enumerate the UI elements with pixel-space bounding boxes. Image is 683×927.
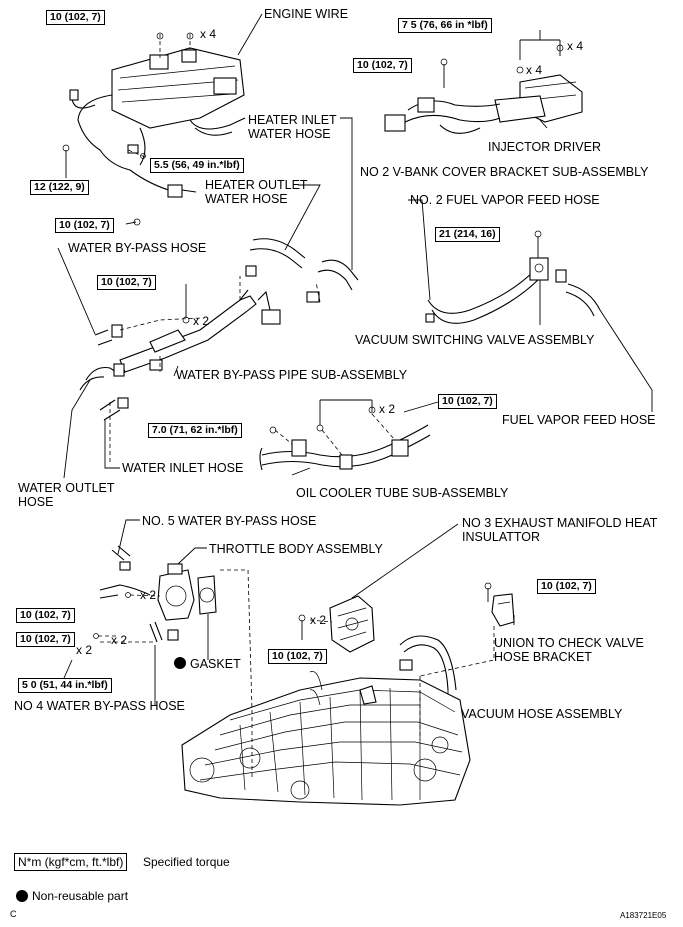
fuel-vapor-drawing [425, 257, 601, 324]
quantity-label: x 2 [140, 588, 157, 602]
label-vacuum-hose-assembly: VACUUM HOSE ASSEMBLY [461, 707, 623, 721]
label-water-bypass-pipe: WATER BY-PASS PIPE SUB-ASSEMBLY [176, 368, 408, 382]
union-bracket-drawing [491, 593, 515, 627]
legend-torque-desc: Specified torque [143, 855, 230, 869]
quantity-label: x 2 [76, 643, 93, 657]
quantity-label: x 2 [111, 633, 128, 647]
quantity-label: x 2 [310, 613, 327, 627]
torque-box: 21 (214, 16) [435, 227, 500, 242]
torque-box: 10 (102, 7) [268, 649, 327, 664]
non-reusable-dot [174, 657, 186, 669]
throttle-body-drawing [99, 545, 217, 643]
torque-box: 10 (102, 7) [16, 632, 75, 647]
injector-driver-drawing [384, 74, 583, 134]
torque-box: 5.5 (56, 49 in.*lbf) [150, 158, 244, 173]
label-union-to-check-valve-hose-bracket: UNION TO CHECK VALVE HOSE BRACKET [494, 636, 644, 664]
quantity-label: x 2 [193, 314, 210, 328]
label-no4-water-bypass-hose: NO 4 WATER BY-PASS HOSE [14, 699, 185, 713]
exhaust-insulator-drawing [329, 595, 375, 653]
torque-box: 7 5 (76, 66 in *lbf) [398, 18, 492, 33]
quantity-label: x 4 [526, 63, 543, 77]
vacuum-hose-drawing [399, 635, 457, 691]
torque-box: 10 (102, 7) [537, 579, 596, 594]
torque-box: 10 (102, 7) [97, 275, 156, 290]
label-v-bank-cover-bracket: NO 2 V-BANK COVER BRACKET SUB-ASSEMBLY [360, 165, 649, 179]
torque-box: 7.0 (71, 62 in.*lbf) [148, 423, 242, 438]
torque-box: 10 (102, 7) [16, 608, 75, 623]
torque-box: 12 (122, 9) [30, 180, 89, 195]
engine-drawing [181, 671, 471, 806]
torque-box: 10 (102, 7) [46, 10, 105, 25]
quantity-label: x 2 [379, 402, 396, 416]
label-water-bypass-hose: WATER BY-PASS HOSE [68, 241, 207, 255]
torque-box: 10 (102, 7) [353, 58, 412, 73]
label-no5-water-bypass-hose: NO. 5 WATER BY-PASS HOSE [142, 514, 317, 528]
figure-code: A183721E05 [620, 911, 667, 920]
label-no3-exhaust-manifold-heat-insulator: NO 3 EXHAUST MANIFOLD HEAT INSULATTOR [462, 516, 658, 544]
torque-box: 5 0 (51, 44 in.*lbf) [18, 678, 112, 693]
footer-left-mark: C [10, 909, 17, 919]
label-oil-cooler-tube: OIL COOLER TUBE SUB-ASSEMBLY [296, 486, 509, 500]
label-engine-wire: ENGINE WIRE [264, 7, 349, 21]
water-bypass-pipe-drawing [79, 238, 359, 421]
label-water-inlet-hose: WATER INLET HOSE [122, 461, 244, 475]
label-vacuum-switching-valve: VACUUM SWITCHING VALVE ASSEMBLY [355, 333, 595, 347]
label-no2-fuel-vapor-feed-hose: NO. 2 FUEL VAPOR FEED HOSE [410, 193, 600, 207]
quantity-label: x 4 [567, 39, 584, 53]
label-fuel-vapor-feed-hose: FUEL VAPOR FEED HOSE [502, 413, 656, 427]
legend-non-reusable-dot [16, 890, 28, 902]
label-throttle-body-assembly: THROTTLE BODY ASSEMBLY [209, 542, 383, 556]
engine-wire-drawing [69, 47, 246, 198]
legend-non-reusable-text: Non-reusable part [32, 889, 129, 903]
quantity-label: x 4 [200, 27, 217, 41]
label-heater-outlet-water-hose: HEATER OUTLET WATER HOSE [205, 178, 308, 206]
oil-cooler-tube-drawing [259, 424, 431, 471]
torque-box: 10 (102, 7) [55, 218, 114, 233]
label-water-outlet-hose: WATER OUTLET HOSE [18, 481, 115, 509]
label-gasket: GASKET [190, 657, 241, 671]
torque-box: 10 (102, 7) [438, 394, 497, 409]
legend-torque-unit: N*m (kgf*cm, ft.*lbf) [14, 853, 128, 871]
label-injector-driver: INJECTOR DRIVER [488, 140, 601, 154]
label-heater-inlet-water-hose: HEATER INLET WATER HOSE [248, 113, 337, 141]
